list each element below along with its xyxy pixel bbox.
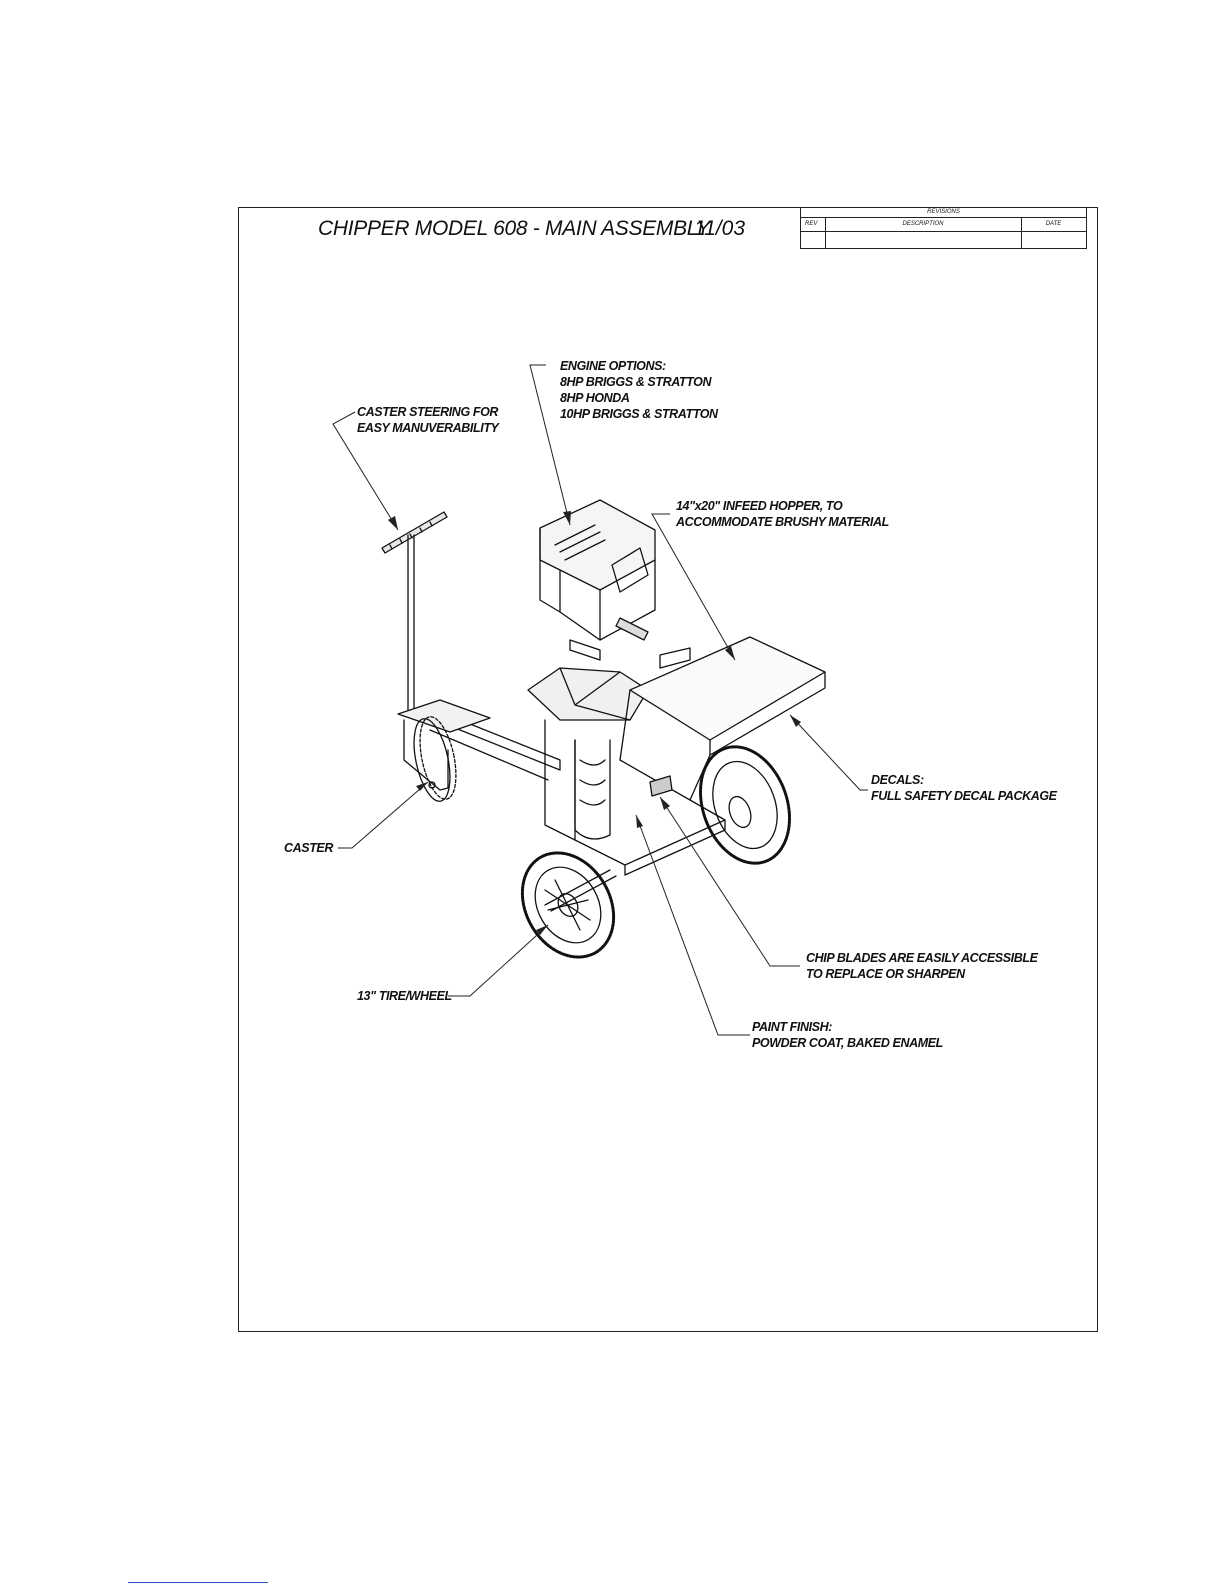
- arrow-paint: [636, 815, 643, 828]
- infeed-hopper-line-1: 14"x20" INFEED HOPPER, TO: [676, 499, 843, 513]
- leader-decals: [789, 714, 868, 791]
- drawing-date: 11/03: [694, 217, 745, 240]
- arrow-steering: [388, 516, 398, 530]
- caster-assembly: [397, 699, 491, 802]
- revisions-divider: [801, 217, 1086, 218]
- revisions-divider: [1021, 217, 1022, 248]
- tire-wheel-callout: 13" TIRE/WHEEL: [357, 989, 452, 1003]
- arrow-blades: [660, 797, 670, 810]
- steering-handle: [381, 511, 448, 715]
- rear-wheel-right: [699, 745, 791, 865]
- arrow-caster: [416, 782, 428, 791]
- chip-blades-callout: CHIP BLADES ARE EASILY ACCESSIBLE TO REP…: [806, 950, 1038, 982]
- revisions-divider: [825, 217, 826, 248]
- leader-engine: [529, 364, 571, 526]
- engine-block: [539, 499, 656, 661]
- leader-steering: [332, 411, 399, 531]
- revisions-rev-header: REV: [805, 221, 818, 227]
- revisions-description-header: DESCRIPTION: [902, 221, 944, 227]
- leader-hopper: [651, 513, 736, 661]
- engine-option-3: 10HP BRIGGS & STRATTON: [560, 407, 718, 421]
- paint-finish-callout: PAINT FINISH: POWDER COAT, BAKED ENAMEL: [752, 1019, 943, 1051]
- caster-steering-line-2: EASY MANUVERABILITY: [357, 421, 499, 435]
- revisions-date-header: DATE: [1045, 221, 1062, 227]
- engine-option-2: 8HP HONDA: [560, 391, 630, 405]
- revisions-table: REVISIONS REV DESCRIPTION DATE: [800, 207, 1087, 249]
- engine-options-heading: ENGINE OPTIONS:: [560, 359, 666, 373]
- chip-blades-line-1: CHIP BLADES ARE EASILY ACCESSIBLE: [806, 951, 1038, 965]
- base-frame: [544, 799, 726, 912]
- leader-tire: [448, 924, 549, 997]
- paint-finish-description: POWDER COAT, BAKED ENAMEL: [752, 1036, 943, 1050]
- chipper-housing: [527, 647, 691, 841]
- arrow-hopper: [725, 646, 735, 660]
- engine-option-1: 8HP BRIGGS & STRATTON: [560, 375, 712, 389]
- decals-callout: DECALS: FULL SAFETY DECAL PACKAGE: [871, 772, 1057, 804]
- leader-paint: [635, 814, 750, 1036]
- drawing-title: CHIPPER MODEL 608 - MAIN ASSEMBLY: [318, 217, 710, 240]
- decals-description: FULL SAFETY DECAL PACKAGE: [871, 789, 1057, 803]
- leader-blades: [659, 796, 800, 967]
- footer-link-underline: [128, 1582, 268, 1583]
- paint-finish-heading: PAINT FINISH:: [752, 1020, 832, 1034]
- infeed-hopper: [619, 636, 826, 801]
- arrow-engine: [563, 511, 571, 525]
- caster-steering-callout: CASTER STEERING FOR EASY MANUVERABILITY: [357, 404, 499, 436]
- chip-blades-line-2: TO REPLACE OR SHARPEN: [806, 967, 965, 981]
- arrow-decals: [790, 715, 801, 727]
- front-wheel-left: [520, 851, 616, 959]
- arrow-tire: [536, 925, 548, 935]
- caster-callout: CASTER: [284, 841, 333, 855]
- revisions-heading: REVISIONS: [927, 209, 960, 215]
- drawing-border: [238, 207, 1098, 1332]
- decals-heading: DECALS:: [871, 773, 924, 787]
- leader-caster: [338, 781, 429, 849]
- infeed-hopper-line-2: ACCOMMODATE BRUSHY MATERIAL: [676, 515, 889, 529]
- infeed-hopper-callout: 14"x20" INFEED HOPPER, TO ACCOMMODATE BR…: [676, 498, 889, 530]
- engine-options-callout: ENGINE OPTIONS: 8HP BRIGGS & STRATTON 8H…: [560, 358, 718, 422]
- revisions-divider: [801, 231, 1086, 232]
- caster-steering-line-1: CASTER STEERING FOR: [357, 405, 499, 419]
